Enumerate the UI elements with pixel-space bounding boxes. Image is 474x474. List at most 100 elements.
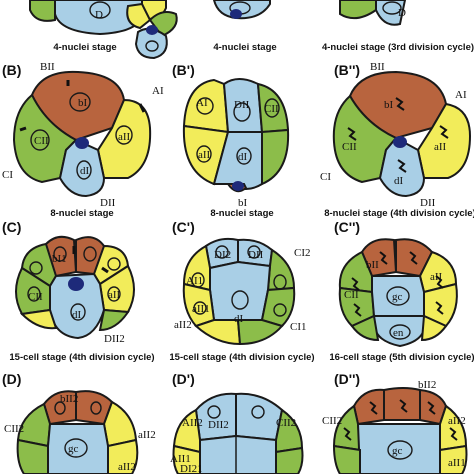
cell-c1 — [332, 404, 362, 452]
cell-a1 — [102, 400, 138, 448]
row-c: (C) (C') (C'') bI1 aII CII — [2, 219, 474, 363]
chromosome — [449, 427, 458, 441]
nucleus — [273, 303, 287, 317]
panel-label-bp: (B') — [172, 62, 195, 78]
label-aII: aII — [198, 149, 211, 161]
polar-body — [75, 137, 89, 149]
label-CI: CI — [2, 169, 13, 181]
caption-top-1: 4-nuclei stage — [53, 42, 116, 53]
label-CII: CII — [34, 135, 49, 147]
tick — [101, 266, 109, 274]
chromosome — [351, 277, 360, 291]
nucleus — [389, 324, 411, 340]
cell-C2 — [275, 446, 304, 474]
nucleus — [247, 245, 261, 259]
label-AI: AI — [152, 85, 164, 97]
label-bII2: bII2 — [60, 393, 78, 405]
label-AI: AI — [196, 97, 208, 109]
label-dI: dI — [72, 309, 82, 321]
cell-b1 — [352, 388, 385, 426]
nucleus — [231, 290, 249, 310]
chromosome — [427, 401, 436, 415]
chromosome — [353, 303, 362, 317]
chromosome — [369, 401, 378, 415]
embryo-dp: AII2 DII2 CII2 AII1 DI21 — [170, 392, 304, 474]
nucleus — [145, 40, 159, 52]
label-gc: gc — [68, 443, 79, 455]
panel-label-dp: (D') — [172, 371, 195, 387]
nucleus — [107, 286, 121, 302]
panel-label-dpp: (D'') — [334, 371, 360, 387]
cell-c2 — [332, 444, 361, 474]
cell-c3 — [350, 314, 380, 342]
label-bI: bI — [78, 97, 88, 109]
cell-a2 — [107, 438, 139, 474]
label-CII: CII — [344, 289, 359, 301]
cell-a3 — [420, 314, 448, 342]
label-aII: aII — [108, 289, 121, 301]
label-AI1: AI1 — [186, 275, 203, 287]
label-aII2: aII2 — [174, 319, 192, 331]
cell-c — [261, 128, 290, 186]
cell-c2 — [16, 438, 49, 474]
label-dI: dI — [80, 165, 90, 177]
caption-c: 15-cell stage (4th division cycle) — [9, 352, 154, 363]
label-aII2-upper: aII2 — [138, 429, 156, 441]
nucleus — [27, 286, 41, 302]
label-dI: dI — [238, 151, 248, 163]
cell-D-lower — [199, 434, 277, 474]
polar-body — [393, 136, 407, 148]
label-gc: gc — [392, 445, 403, 457]
caption-bpp: 8-nuclei stage (4th division cycle) — [324, 208, 474, 219]
label-CII2: CII2 — [322, 415, 342, 427]
label-dI: dI — [394, 175, 404, 187]
caption-cp: 15-cell stage (4th division cycle) — [169, 352, 314, 363]
nucleus — [53, 246, 67, 262]
label-aII: aII — [430, 271, 443, 283]
cell-a1 — [439, 404, 468, 452]
chromosome — [399, 399, 408, 413]
tick — [19, 126, 27, 132]
label-d-1: D — [95, 9, 103, 21]
chromosome — [379, 251, 388, 265]
label-aII: aII — [118, 131, 131, 143]
nucleus — [69, 92, 91, 112]
nucleus — [115, 125, 133, 145]
cell-a-lower — [19, 308, 58, 330]
embryo-bpp: BII AI bI CII aII CI dI DII 8-nuclei sta… — [320, 61, 474, 219]
nucleus — [386, 286, 410, 306]
label-aII1: aII1 — [192, 303, 210, 315]
embryo-bp: AI DII CII aII dI bI 8-nuclei stage — [182, 78, 290, 219]
polar-body — [68, 277, 84, 291]
panel-label-cpp: (C'') — [334, 219, 360, 235]
top-row: D D 4-nuclei stage 4-nuclei stage 4-nucl… — [29, 0, 474, 60]
chromosome — [409, 251, 418, 265]
nucleus — [54, 401, 66, 415]
row-b: (B) (B') (B'') BII AI bI CII aII CI dI D… — [2, 61, 474, 219]
row-d: (D) (D') (D'') bII2 CII2 aII2 gc aII2 — [2, 371, 468, 474]
label-CII: CII — [342, 141, 357, 153]
label-AII1: AII1 — [170, 453, 191, 465]
polar-body — [232, 181, 244, 191]
nucleus — [236, 147, 252, 165]
label-bI1: bI1 — [52, 253, 67, 265]
cell-C-top-mid — [148, 11, 178, 38]
polar-body — [230, 9, 242, 19]
embryo-c: bI1 aII CII dI DII2 15-cell stage (4th d… — [9, 235, 155, 363]
chromosome — [395, 97, 405, 111]
label-BII: BII — [370, 61, 385, 73]
cell-C — [12, 93, 78, 184]
embryo-dpp: bII2 CII2 aII2 gc aII1 — [322, 379, 468, 474]
nucleus — [90, 401, 102, 415]
nucleus — [30, 129, 50, 151]
chromosome — [435, 301, 444, 315]
label-DI2: DI2 — [214, 249, 231, 261]
label-BII: BII — [40, 61, 55, 73]
label-DII: DII — [420, 197, 436, 209]
cell-b2 — [383, 387, 421, 421]
label-CII2: CII2 — [4, 423, 24, 435]
label-AII2: AII2 — [182, 417, 203, 429]
chromosome — [343, 427, 352, 441]
panel-label-d: (D) — [2, 371, 21, 387]
